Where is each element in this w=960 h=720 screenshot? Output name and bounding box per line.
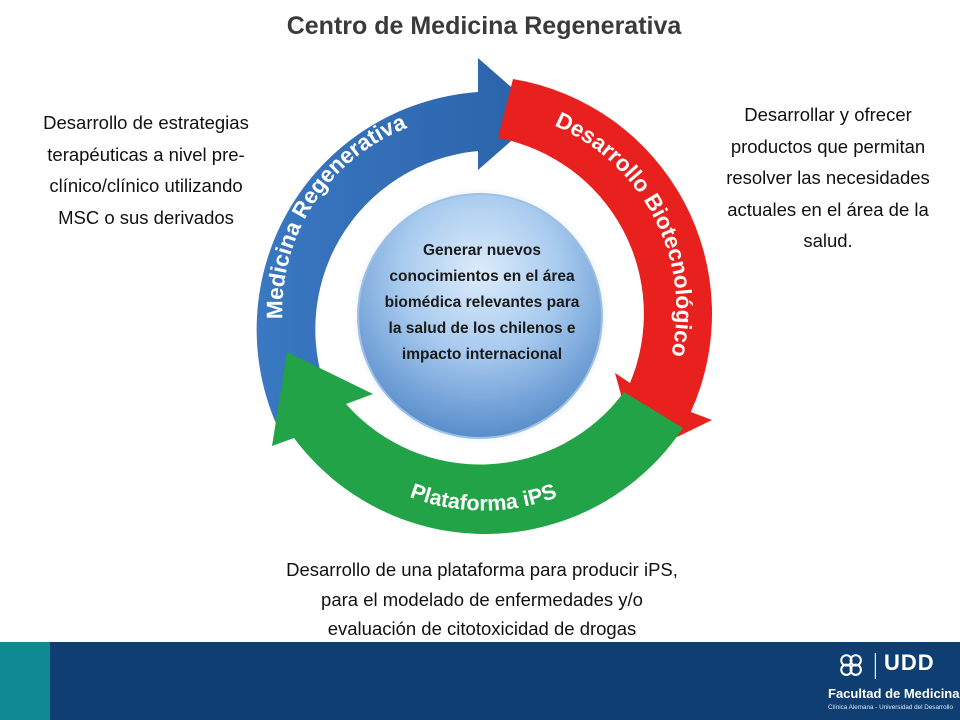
udd-logo-text: UDD bbox=[884, 650, 935, 675]
left-description-line: terapéuticas a nivel pre- bbox=[47, 143, 245, 165]
footer-accent bbox=[0, 642, 50, 720]
bottom-description-line: para el modelado de enfermedades y/o bbox=[321, 588, 643, 610]
center-goal-line: impacto internacional bbox=[401, 346, 563, 363]
right-description-line: salud. bbox=[803, 230, 853, 251]
left-description-line: clínico/clínico utilizando bbox=[49, 175, 243, 196]
faculty-logo: UDD Facultad de Medicina Clínica Alemana… bbox=[828, 648, 960, 716]
bottom-description: Desarrollo de una plataforma para produc… bbox=[232, 555, 732, 644]
slide-title: Centro de Medicina Regenerativa bbox=[286, 12, 682, 40]
left-description: Desarrollo de estrategias terapéuticas a… bbox=[18, 107, 274, 233]
faculty-subtitle: Clínica Alemana - Universidad del Desarr… bbox=[828, 704, 953, 711]
center-goal-text: Generar nuevos conocimientos en el área … bbox=[362, 238, 602, 368]
right-description-line: productos que permitan bbox=[730, 135, 926, 157]
center-goal-line: conocimientos en el área bbox=[389, 268, 575, 285]
center-goal-line: la salud de los chilenos e bbox=[388, 320, 576, 337]
faculty-emblem-icon bbox=[840, 652, 876, 680]
left-description-line: MSC o sus derivados bbox=[58, 206, 234, 228]
center-goal-line: biomédica relevantes para bbox=[384, 294, 580, 311]
center-goal-line: Generar nuevos bbox=[422, 242, 542, 259]
bottom-description-line: Desarrollo de una plataforma para produc… bbox=[286, 559, 678, 580]
cycle-diagram: Medicina Regenerativa Desarrollo Biotecn… bbox=[256, 58, 713, 534]
footer-bar: UDD Facultad de Medicina Clínica Alemana… bbox=[0, 642, 960, 720]
plataforma-ips-arrow bbox=[272, 352, 683, 534]
right-description-line: Desarrollar y ofrecer bbox=[744, 104, 912, 125]
right-description: Desarrollar y ofrecer productos que perm… bbox=[700, 99, 956, 257]
faculty-name: Facultad de Medicina bbox=[828, 686, 960, 701]
bottom-description-line: evaluación de citotoxicidad de drogas bbox=[327, 618, 637, 639]
right-description-line: resolver las necesidades bbox=[726, 167, 930, 188]
desarrollo-biotecnologico-arrow bbox=[498, 79, 713, 456]
right-description-line: actuales en el área de la bbox=[727, 198, 929, 220]
left-description-line: Desarrollo de estrategias bbox=[43, 112, 249, 133]
center-sphere bbox=[357, 193, 603, 439]
